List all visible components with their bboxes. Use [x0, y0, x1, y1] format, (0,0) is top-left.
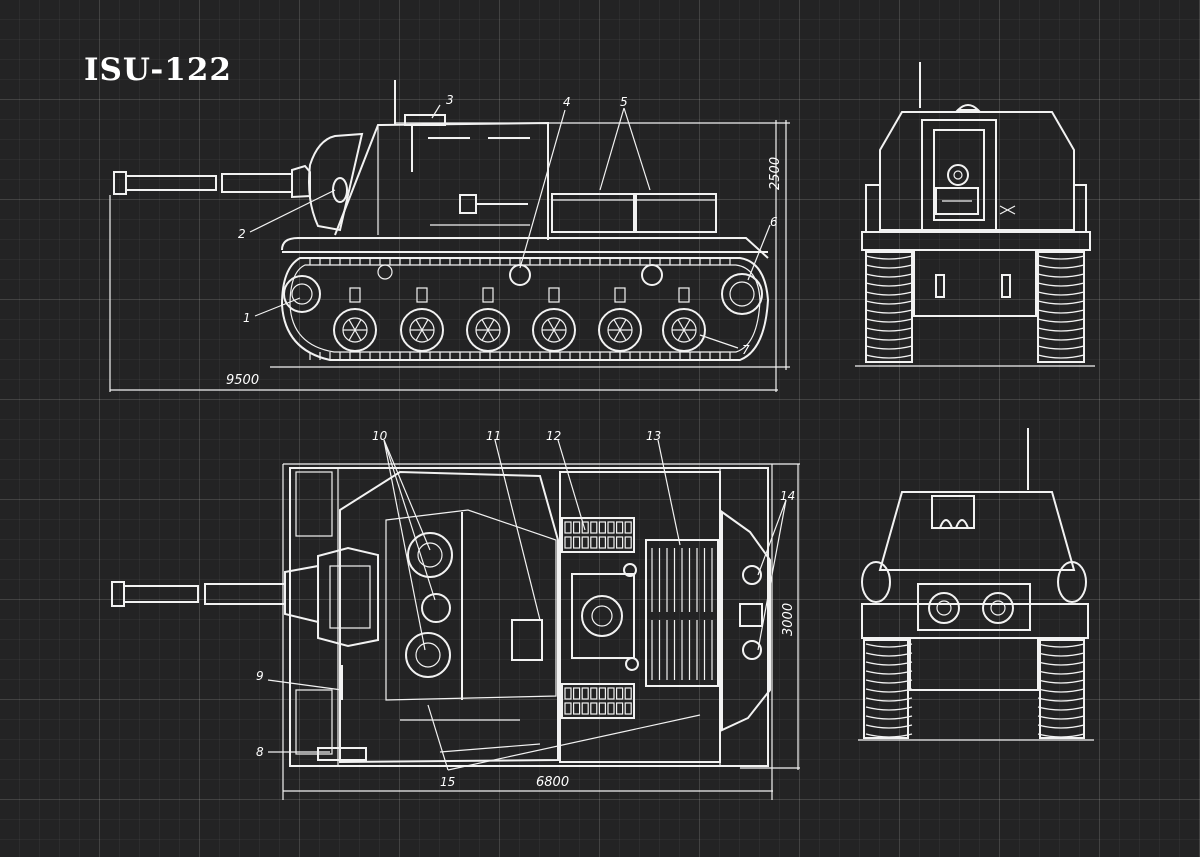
dimension-hull-length: 6800 [536, 775, 569, 790]
dimension-length-total: 9500 [226, 373, 259, 388]
callout-11: 11 [486, 429, 501, 443]
front-view [855, 62, 1095, 367]
callout-10: 10 [372, 429, 388, 443]
top-view [111, 463, 800, 800]
page-title: ISU-122 [84, 52, 232, 88]
callout-1: 1 [243, 311, 251, 325]
rear-view [858, 428, 1094, 741]
callout-14: 14 [780, 489, 795, 503]
callout-4: 4 [563, 95, 571, 109]
callout-labels: 1 2 3 4 5 6 7 8 9 10 11 12 13 14 15 [238, 93, 795, 789]
callout-5: 5 [620, 95, 628, 109]
leader-lines [249, 104, 787, 771]
callout-13: 13 [646, 429, 661, 443]
callout-2: 2 [238, 227, 246, 241]
callout-15: 15 [440, 775, 455, 789]
side-view [109, 80, 790, 392]
dimension-width: 3000 [781, 603, 796, 636]
callout-7: 7 [742, 343, 750, 357]
callout-9: 9 [256, 669, 264, 683]
callout-12: 12 [546, 429, 561, 443]
callout-3: 3 [446, 93, 454, 107]
callout-8: 8 [256, 745, 264, 759]
callout-6: 6 [770, 215, 778, 229]
dimension-labels: 9500 6800 2500 3000 [226, 157, 796, 790]
dimension-height: 2500 [768, 157, 783, 190]
